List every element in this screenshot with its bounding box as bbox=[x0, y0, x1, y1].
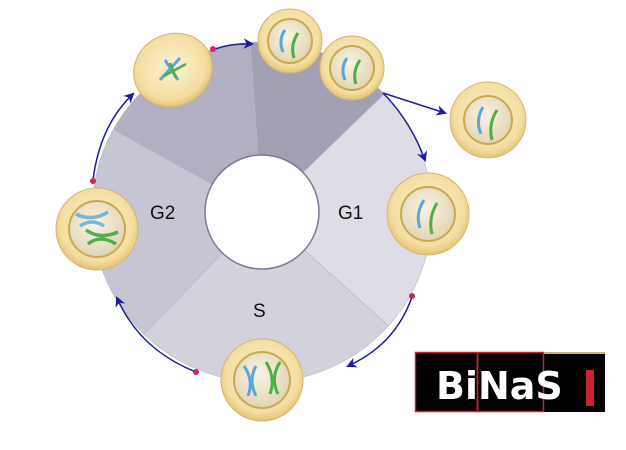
cell-metaphase bbox=[133, 32, 213, 108]
cycle-arrows bbox=[92, 38, 448, 373]
cell-g1 bbox=[386, 172, 470, 256]
phase-label-g1: G1 bbox=[338, 203, 363, 224]
cell-telophase bbox=[257, 8, 385, 101]
arrow-to-g2 bbox=[115, 296, 197, 373]
cell-daughter bbox=[449, 81, 527, 159]
arrow-to-daughter bbox=[382, 92, 448, 116]
arrow-to-s bbox=[346, 296, 413, 368]
binas-logo: BiNaS bbox=[414, 351, 605, 413]
arrow-to-telophase bbox=[214, 38, 255, 50]
phase-label-s: S bbox=[253, 301, 266, 322]
logo-text: BiNaS bbox=[436, 364, 563, 408]
arrow-to-mitosis bbox=[92, 92, 135, 181]
arrow-to-g1 bbox=[382, 92, 427, 162]
checkpoints bbox=[90, 46, 415, 375]
cell-s bbox=[220, 338, 304, 422]
ring-center bbox=[204, 154, 320, 270]
phase-label-g2: G2 bbox=[150, 203, 175, 224]
cell-g2 bbox=[55, 187, 139, 271]
